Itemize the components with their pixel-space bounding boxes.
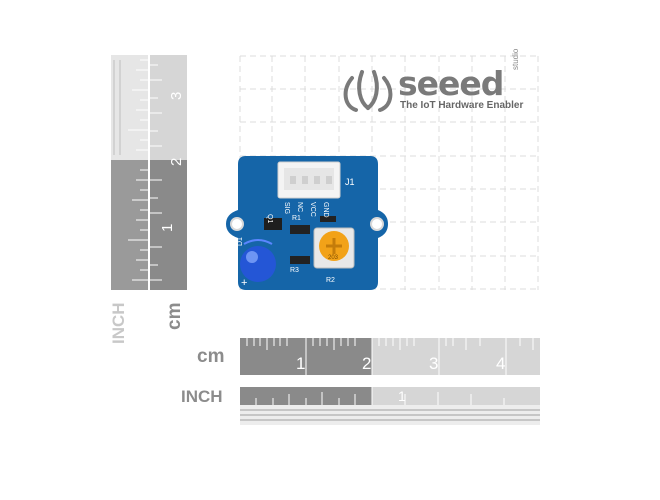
- ruler-unit-vcm: cm: [164, 303, 185, 330]
- horizontal-cm-ruler: [240, 338, 540, 375]
- part-label-d1: D1: [237, 237, 244, 246]
- ruler-mark-cm-2: 2: [362, 354, 371, 373]
- transistor-q1: [264, 218, 282, 230]
- ruler-unit-inch: INCH: [181, 387, 223, 406]
- polarity-plus: +: [241, 277, 247, 289]
- ruler-mark-cm-4: 4: [496, 354, 505, 373]
- vertical-inch-ruler: [111, 55, 148, 290]
- ruler-mark-vcm-3: 3: [168, 92, 185, 100]
- pin-label-vcc: VCC: [309, 202, 316, 217]
- brand-studio: studio: [511, 48, 520, 70]
- resistor-r3: [290, 256, 310, 264]
- seeed-logo-icon: [343, 70, 393, 112]
- ruler-unit-vinch: INCH: [109, 302, 128, 344]
- ruler-mark-cm-1: 1: [296, 354, 305, 373]
- pin-label-gnd: GND: [322, 202, 329, 218]
- brand-name: seeed: [398, 64, 504, 103]
- mount-hole-right: [370, 217, 384, 231]
- part-label-q1: Q1: [266, 214, 273, 223]
- connector-label: J1: [345, 177, 355, 187]
- ruler-unit-cm: cm: [197, 346, 225, 367]
- pin-label-sig: SIG: [283, 202, 290, 214]
- resistor-r1: [290, 225, 310, 234]
- vertical-cm-ruler: [150, 55, 187, 290]
- part-label-r1: R1: [292, 215, 301, 222]
- part-label-r3: R3: [290, 267, 299, 274]
- mount-hole-left: [230, 217, 244, 231]
- brand-tagline: The IoT Hardware Enabler: [400, 100, 524, 111]
- pot-marking: 203: [328, 255, 339, 261]
- part-label-r2: R2: [326, 277, 335, 284]
- pin-label-nc: NC: [296, 202, 303, 212]
- ruler-mark-vcm-2: 2: [168, 158, 185, 166]
- ruler-mark-cm-3: 3: [429, 354, 438, 373]
- ruler-mark-inch-1: 1: [398, 388, 406, 404]
- ruler-mark-vcm-1: 1: [159, 224, 176, 232]
- horizontal-inch-ruler: [240, 387, 540, 425]
- grove-led-board: [226, 156, 388, 290]
